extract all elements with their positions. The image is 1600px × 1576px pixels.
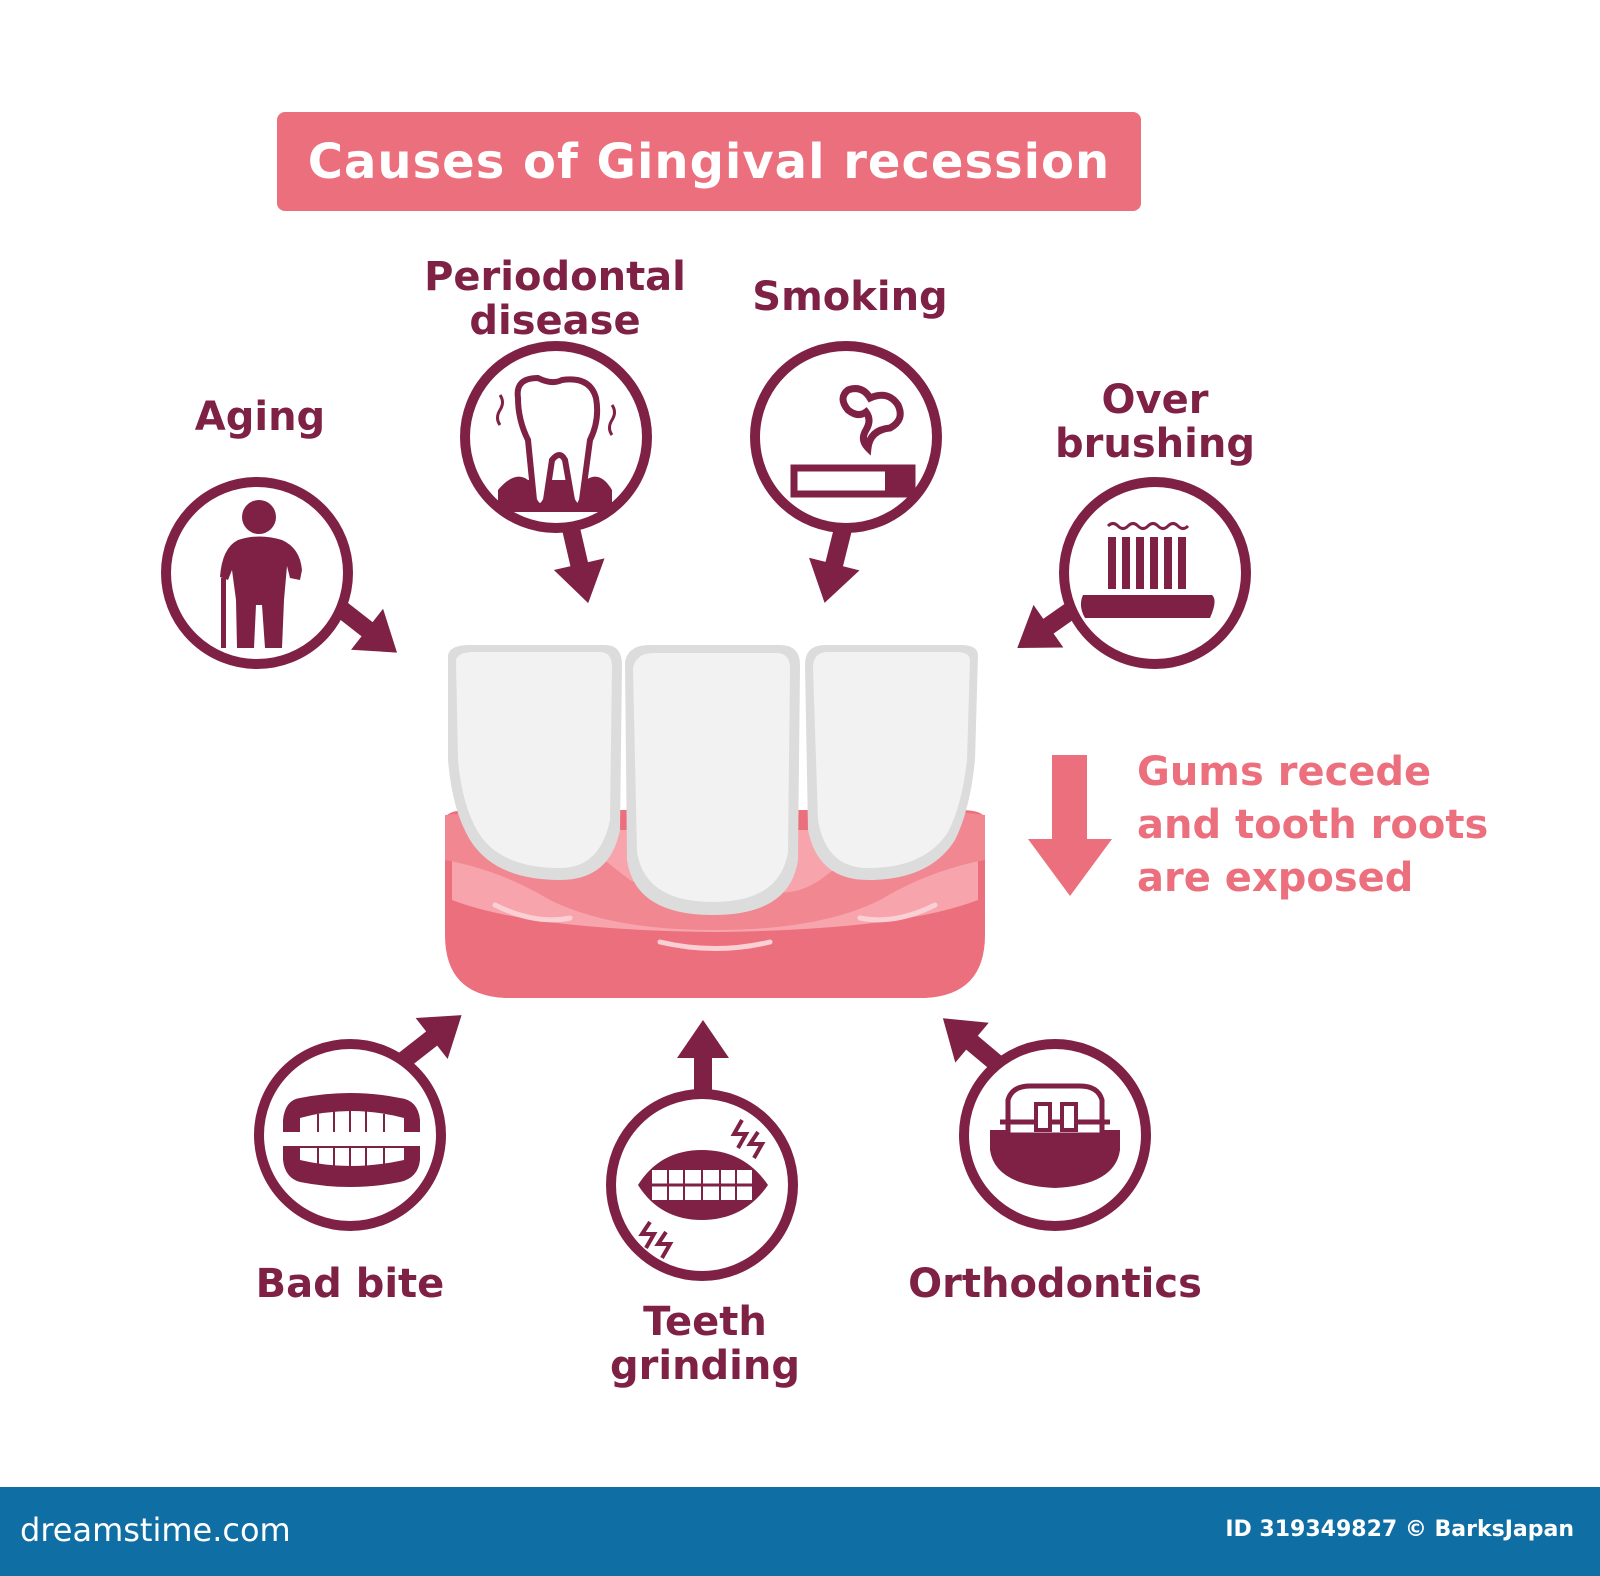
tooth-middle	[625, 645, 800, 915]
label-periodontal-line2: disease	[469, 298, 641, 344]
recede-arrow	[1028, 755, 1112, 896]
footer-bar: dreamstime.com ID 319349827 © BarksJapan	[0, 1487, 1600, 1576]
braces-icon	[990, 1083, 1120, 1188]
title-banner: Causes of Gingival recession	[277, 112, 1141, 211]
tooth-right	[805, 645, 978, 880]
label-smoking: Smoking	[752, 274, 948, 320]
footer-image-id: ID 319349827 © BarksJapan	[1225, 1517, 1574, 1542]
arrow-smoking	[809, 523, 860, 603]
label-aging: Aging	[194, 394, 326, 440]
label-over-brushing-line1: Over	[1101, 377, 1209, 423]
teeth-grinding-circle	[606, 1089, 798, 1281]
result-note: Gums recede and tooth roots are exposed	[1137, 746, 1488, 905]
orthodontics-circle	[959, 1039, 1151, 1231]
page-title: Causes of Gingival recession	[307, 133, 1111, 190]
bad-bite-circle	[254, 1039, 446, 1231]
smoking-circle	[750, 341, 942, 533]
aging-circle	[161, 477, 353, 669]
dentures-icon	[283, 1093, 420, 1187]
tooth-left	[448, 645, 622, 880]
label-periodontal-line1: Periodontal	[424, 254, 686, 300]
result-line3: are exposed	[1137, 855, 1414, 901]
label-teeth-grinding-line2: grinding	[610, 1343, 800, 1389]
grinding-teeth-icon	[638, 1119, 768, 1259]
label-periodontal: Periodontal disease	[420, 255, 690, 343]
label-teeth-grinding: Teeth grinding	[595, 1300, 815, 1388]
footer-logo[interactable]: dreamstime.com	[20, 1511, 291, 1549]
diseased-tooth-icon	[496, 374, 616, 512]
cigarette-icon	[790, 385, 916, 498]
arrows	[333, 523, 1085, 1096]
arrow-teeth-grinding	[677, 1020, 729, 1096]
arrow-periodontal	[553, 523, 605, 604]
label-teeth-grinding-line1: Teeth	[643, 1299, 767, 1345]
result-line1: Gums recede	[1137, 749, 1432, 795]
diagram-canvas	[161, 341, 1251, 1281]
over-brushing-circle	[1059, 477, 1251, 669]
toothbrush-icon	[1080, 522, 1215, 618]
elderly-person-icon	[220, 500, 302, 648]
gum-illustration	[445, 645, 985, 998]
periodontal-circle	[460, 341, 652, 533]
label-over-brushing-line2: brushing	[1055, 421, 1255, 467]
label-orthodontics: Orthodontics	[908, 1261, 1202, 1307]
result-line2: and tooth roots	[1137, 802, 1489, 848]
label-bad-bite: Bad bite	[255, 1261, 445, 1307]
label-over-brushing: Over brushing	[1045, 378, 1265, 466]
